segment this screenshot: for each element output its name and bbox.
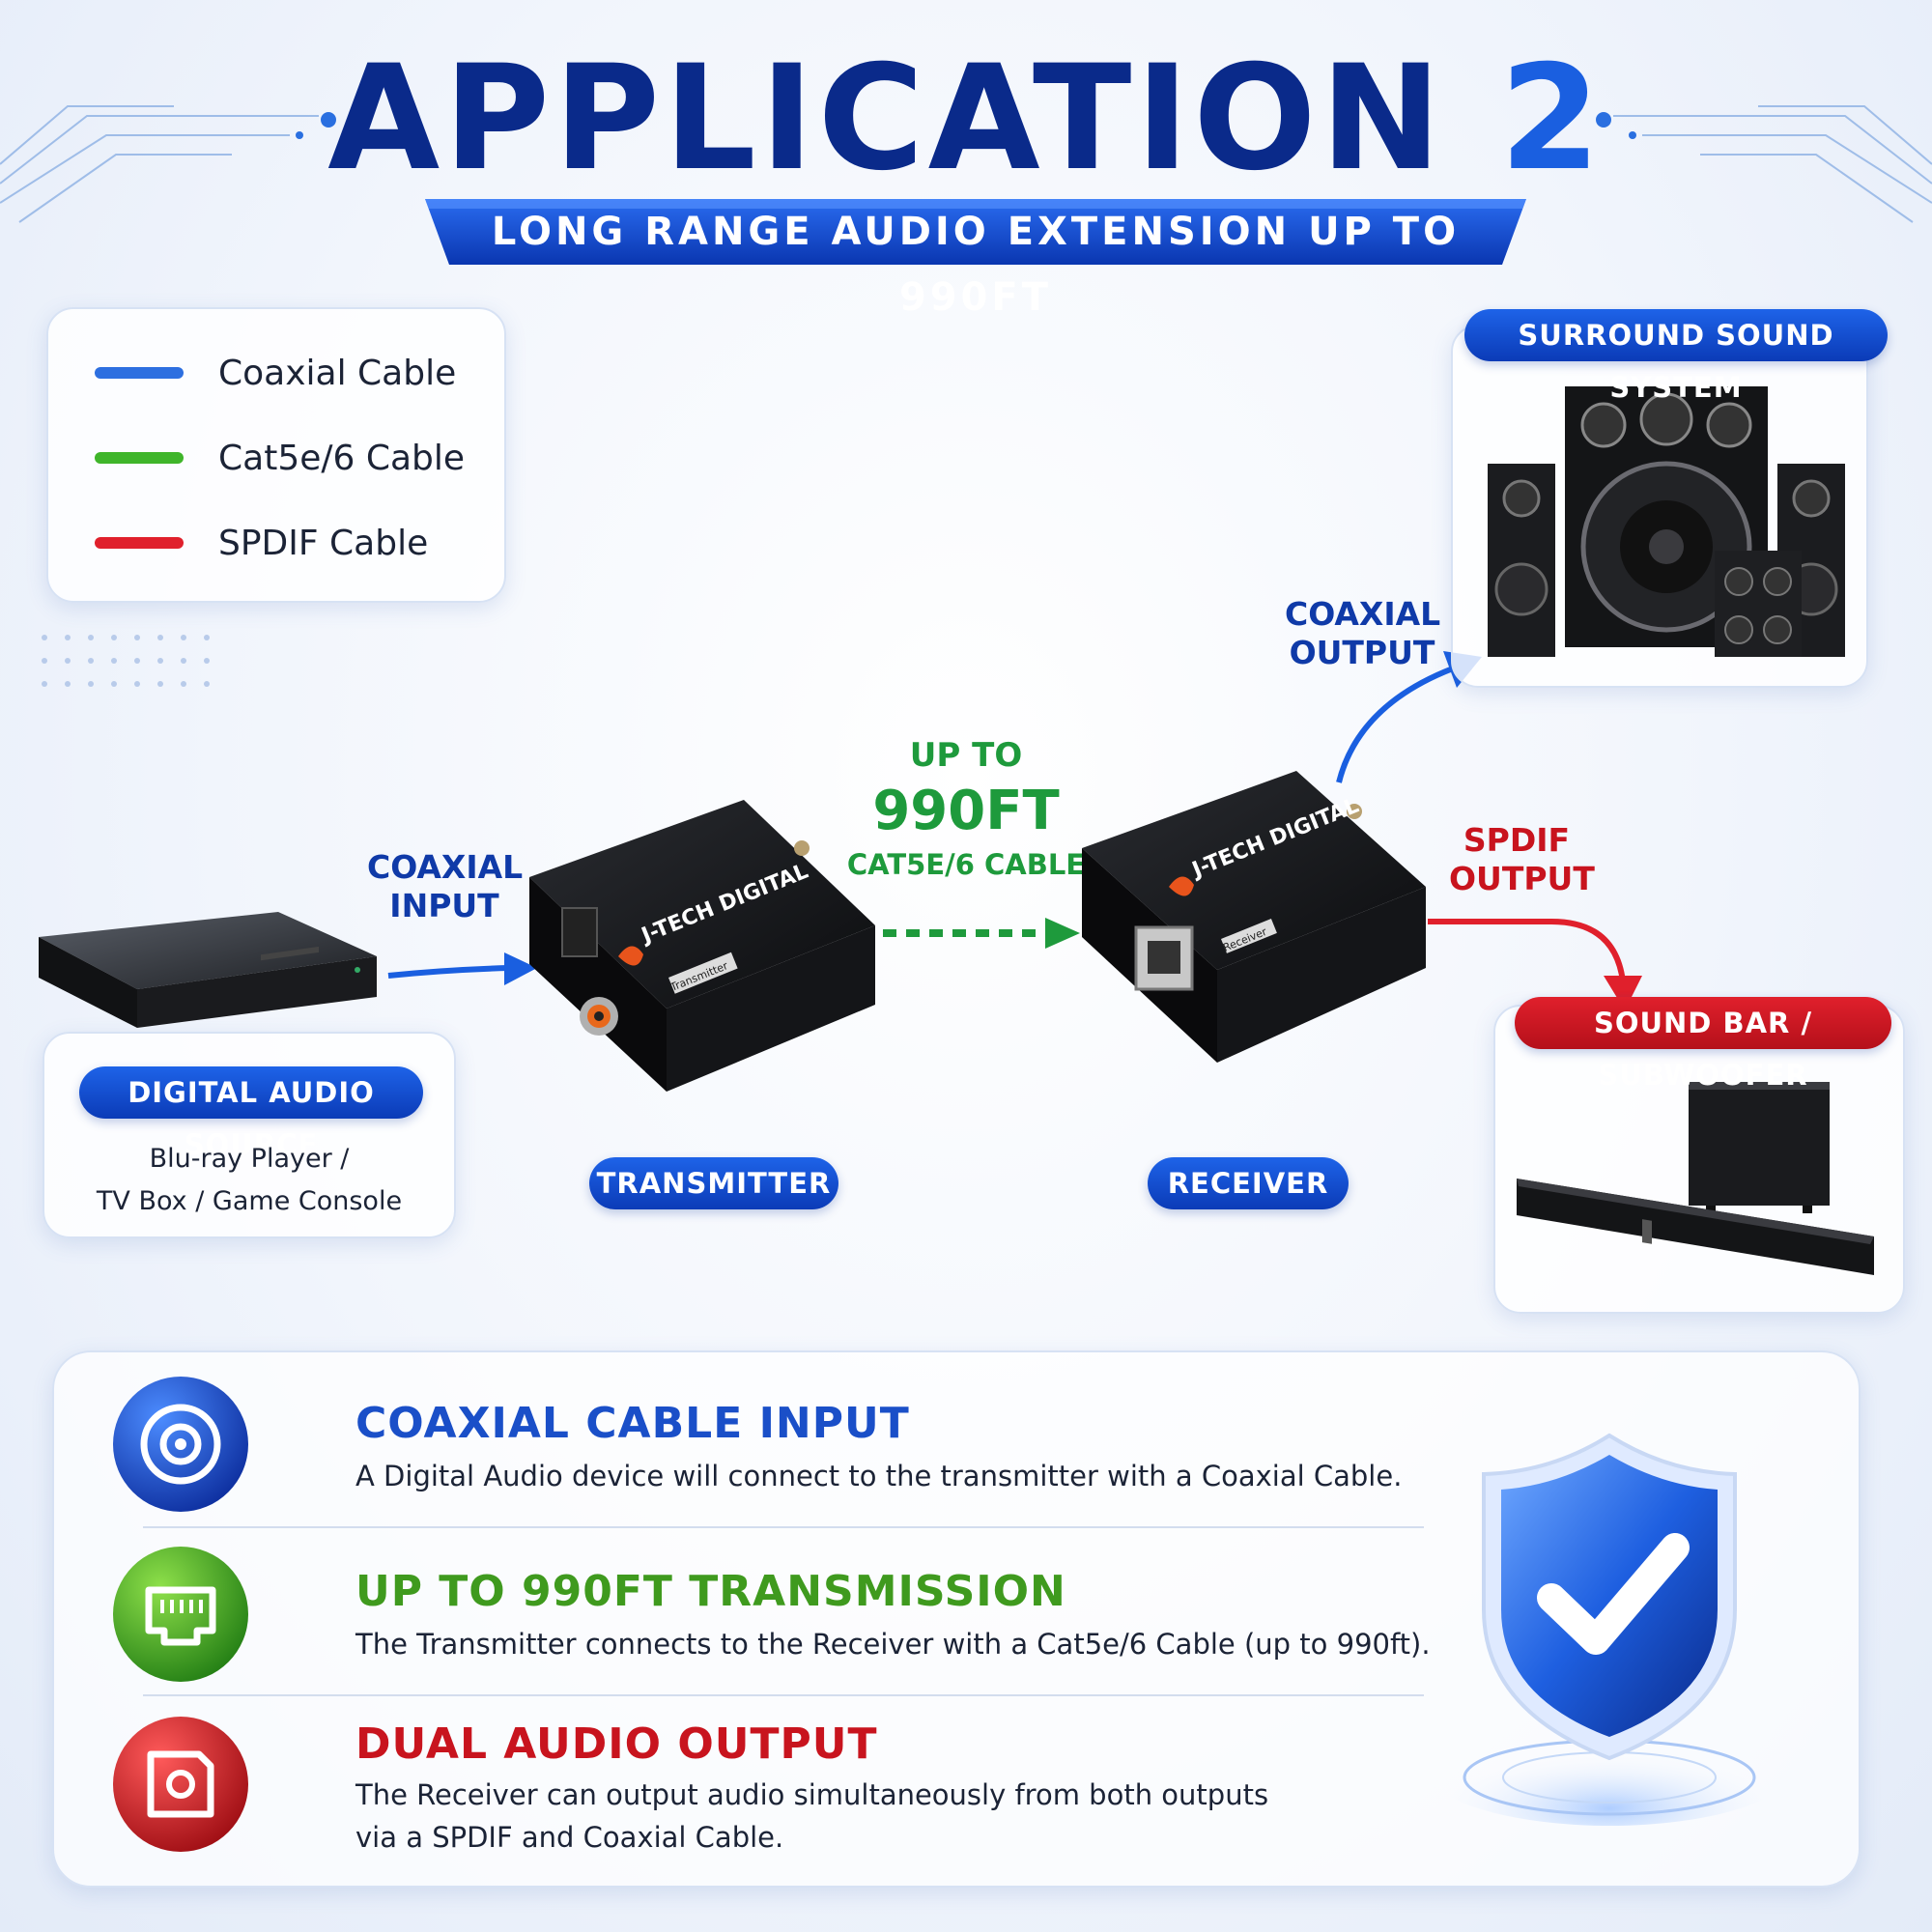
feature-title-transmission: UP TO 990FT TRANSMISSION (355, 1567, 1066, 1616)
feature-desc-coaxial: A Digital Audio device will connect to t… (355, 1460, 1403, 1492)
receiver-device-image: J-TECH DIGITAL Receiver (1082, 771, 1426, 1063)
title-number: 2 (1499, 35, 1605, 203)
feature-title-dual-output: DUAL AUDIO OUTPUT (355, 1719, 878, 1769)
soundbar-subwoofer-label: SOUND BAR / SUBWOOFER (1515, 997, 1891, 1092)
coaxial-input-label: COAXIAL INPUT (367, 848, 524, 924)
title-text: APPLICATION (327, 35, 1446, 203)
legend-card: Coaxial Cable Cat5e/6 Cable SPDIF Cable (46, 307, 506, 603)
feature-desc-dual-output-line2: via a SPDIF and Coaxial Cable. (355, 1821, 784, 1854)
legend-item-cat5e: Cat5e/6 Cable (95, 438, 466, 478)
page-title: APPLICATION 2 (0, 46, 1932, 191)
coaxial-input-line1: COAXIAL (367, 848, 524, 886)
spdif-output-line1: SPDIF (1463, 821, 1571, 859)
surround-speakers-image (1488, 386, 1845, 657)
coaxial-input-line2: INPUT (389, 886, 499, 924)
spdif-output-line2: OUTPUT (1449, 859, 1595, 897)
circuit-decoration-right (1596, 105, 1932, 223)
blu-ray-player-image (39, 912, 377, 1028)
cat5e-link-arrow (883, 918, 1080, 949)
spdif-icon (113, 1717, 248, 1852)
feature-divider (143, 1694, 1424, 1696)
legend-label: SPDIF Cable (218, 523, 429, 563)
circuit-decoration-left (0, 105, 336, 223)
legend-item-coaxial: Coaxial Cable (95, 353, 457, 393)
receiver-label: RECEIVER (1148, 1157, 1349, 1209)
legend-swatch-spdif (95, 537, 184, 549)
dot-grid-decoration (42, 635, 210, 687)
coaxial-input-arrow (387, 952, 537, 985)
distance-label: 990FT (872, 780, 1060, 842)
up-to-label: UP TO (909, 736, 1023, 775)
feature-divider (143, 1526, 1424, 1528)
coaxial-output-label: COAXIAL OUTPUT (1285, 595, 1441, 671)
transmitter-label: TRANSMITTER (589, 1157, 838, 1209)
coaxial-icon (113, 1377, 248, 1512)
legend-swatch-coaxial (95, 367, 184, 379)
surround-sound-label: SURROUND SOUND SYSTEM (1464, 309, 1888, 404)
legend-label: Coaxial Cable (218, 353, 457, 393)
spdif-output-arrow (1428, 919, 1642, 1010)
legend-label: Cat5e/6 Cable (218, 438, 466, 478)
subtitle-text: LONG RANGE AUDIO EXTENSION UP TO 990FT (491, 210, 1461, 320)
transmitter-device-image: J-TECH DIGITAL Transmitter (529, 800, 875, 1092)
feature-desc-transmission: The Transmitter connects to the Receiver… (355, 1628, 1431, 1661)
feature-desc-dual-output-line1: The Receiver can output audio simultaneo… (355, 1778, 1269, 1811)
shield-check-icon (1426, 1433, 1793, 1826)
soundbar-subwoofer-image (1517, 1082, 1874, 1275)
ethernet-icon (113, 1547, 248, 1682)
spdif-output-label: SPDIF OUTPUT (1449, 821, 1595, 897)
feature-title-coaxial: COAXIAL CABLE INPUT (355, 1399, 910, 1448)
features-panel: COAXIAL CABLE INPUT A Digital Audio devi… (52, 1350, 1861, 1888)
coaxial-output-line2: OUTPUT (1289, 633, 1435, 671)
digital-audio-source-badge: DIGITAL AUDIO SOURCE (79, 1066, 423, 1161)
cable-type-label: CAT5E/6 CABLE (846, 848, 1086, 881)
legend-swatch-cat5e (95, 452, 184, 464)
coaxial-output-line1: COAXIAL (1285, 595, 1441, 633)
source-device-line1: Blu-ray Player / (149, 1144, 350, 1174)
source-card (43, 1032, 456, 1238)
source-device-line2: TV Box / Game Console (96, 1186, 403, 1216)
subtitle-banner (425, 199, 1526, 265)
legend-item-spdif: SPDIF Cable (95, 523, 429, 563)
